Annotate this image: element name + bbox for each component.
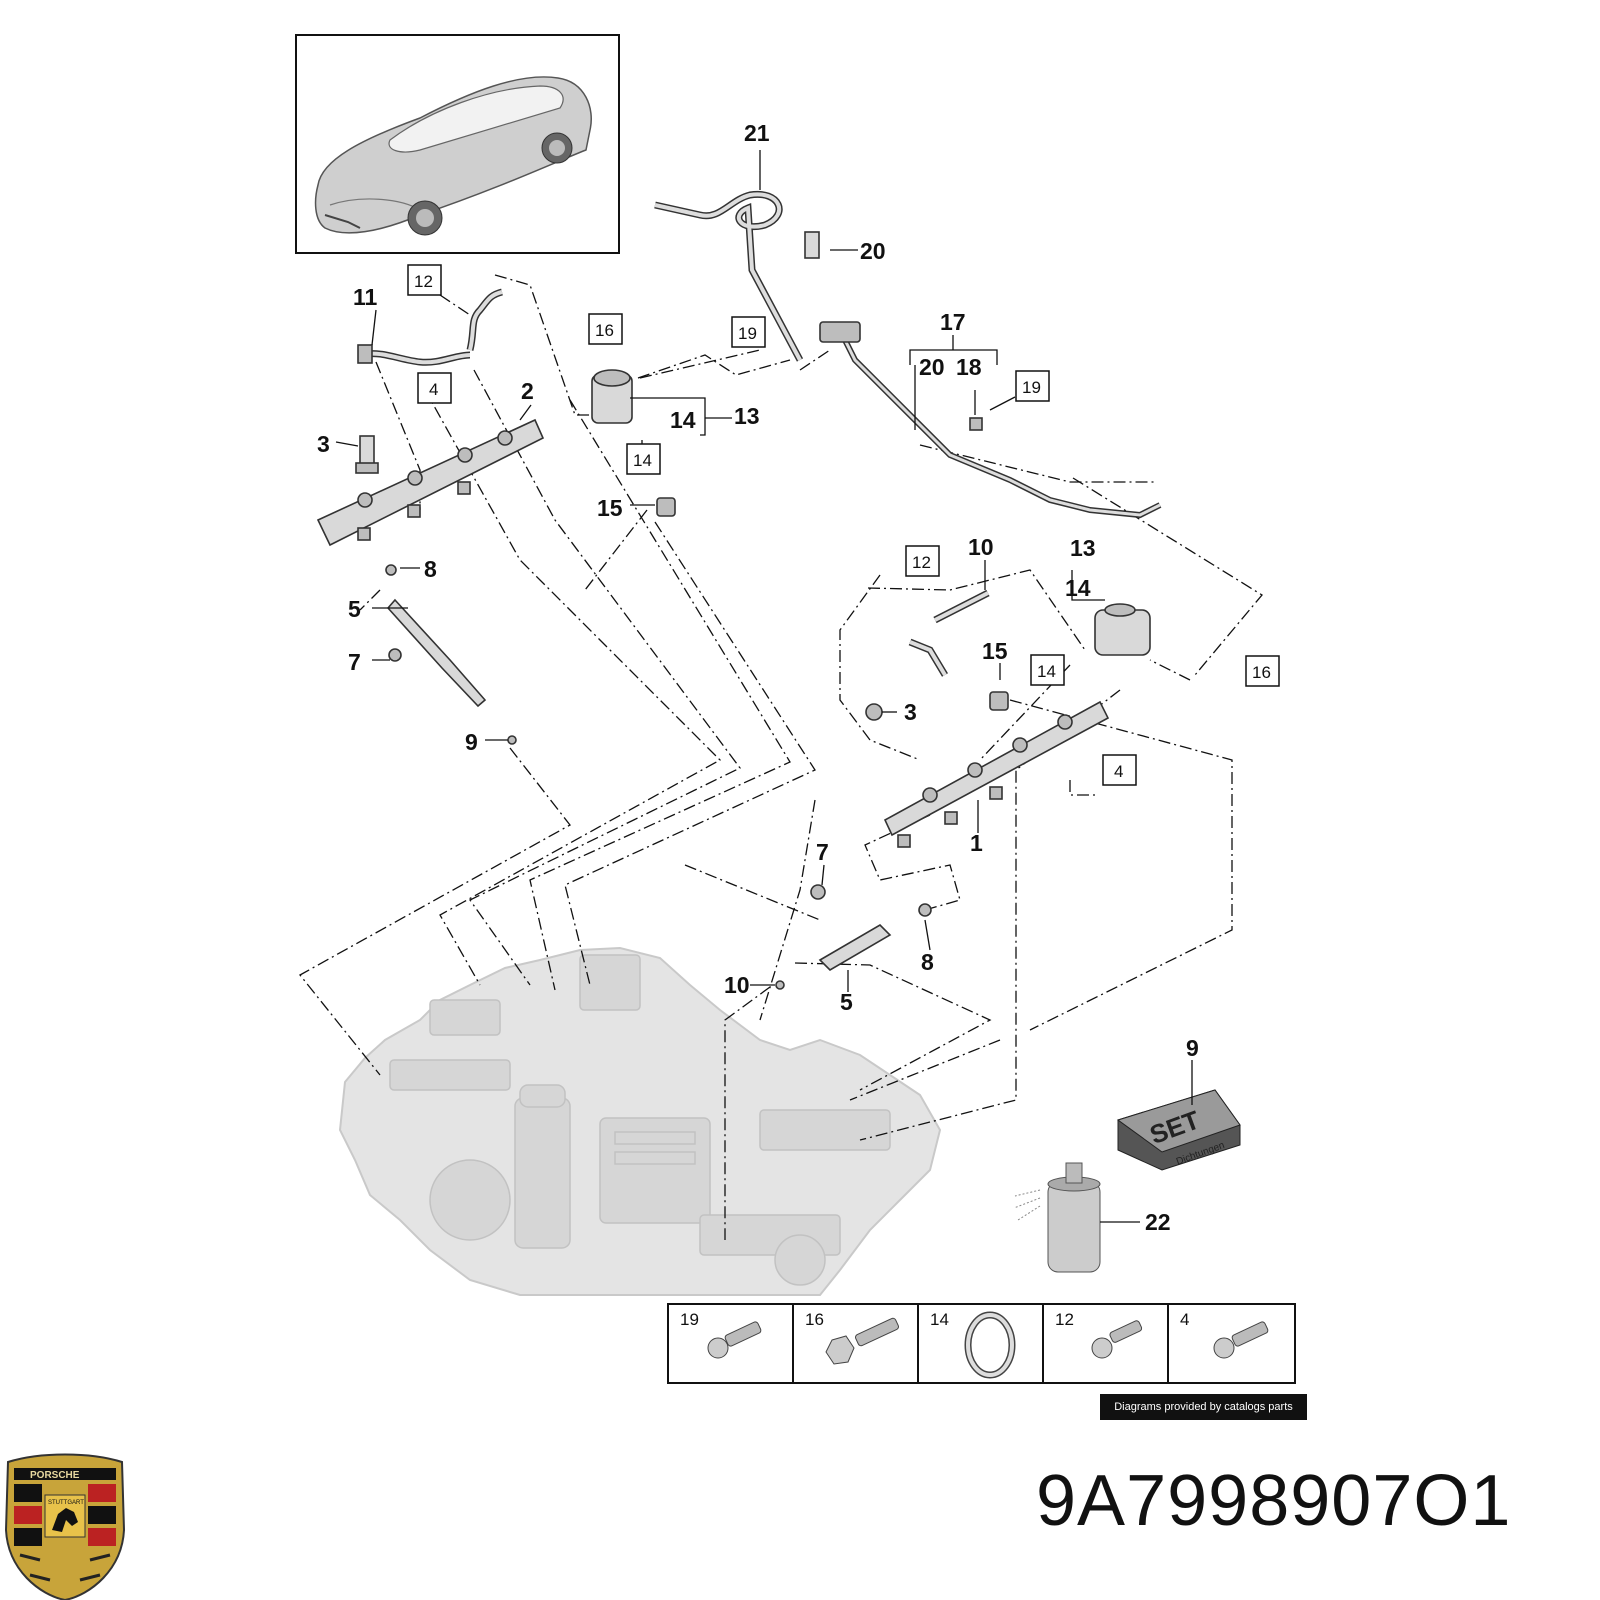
- part-number: 9A7998907O1: [1036, 1461, 1512, 1541]
- high-pressure-line: [654, 190, 820, 362]
- sealant-can: [1013, 1162, 1101, 1273]
- callout-13-lower: 13: [1070, 535, 1096, 561]
- legend-label-19: 19: [680, 1310, 699, 1329]
- callout-20-upper: 20: [860, 238, 886, 264]
- boxed-callouts: 12 4 16 19 14 19 12 14 16 4: [407, 264, 1280, 786]
- callout-15-upper: 15: [597, 495, 623, 521]
- callout-14-lower: 14: [1065, 575, 1091, 601]
- callout-6-right: 7: [816, 839, 829, 865]
- callout-2: 2: [521, 378, 534, 404]
- callout-8-left: 9: [465, 729, 478, 755]
- injector-left: [385, 564, 517, 745]
- callout-22: 22: [1145, 1209, 1171, 1235]
- boxed-16-upper: 16: [595, 321, 614, 340]
- high-pressure-pump-lower: [989, 603, 1151, 711]
- boxed-12-lower: 12: [912, 553, 931, 572]
- callout-18: 18: [956, 354, 982, 380]
- fuel-line-long: [819, 321, 1162, 519]
- injector-right: [775, 884, 932, 990]
- legend-label-12: 12: [1055, 1310, 1074, 1329]
- callout-15-lower: 15: [982, 638, 1008, 664]
- hex-bolt-icon: [825, 1317, 899, 1365]
- crest-top-text: PORSCHE: [30, 1470, 80, 1481]
- assembly-leader-lines: [299, 274, 1263, 1240]
- boxed-12-upper: 12: [414, 272, 433, 291]
- flange-bolt-icon: [1213, 1321, 1269, 1359]
- fuel-line-right: [865, 589, 990, 721]
- fuel-line-left: [357, 288, 503, 366]
- callout-13-upper: 13: [734, 403, 760, 429]
- callout-6-left: 7: [348, 649, 361, 675]
- gasket-set-box: SET Dichtungen: [1116, 1089, 1241, 1171]
- callout-3-right: 3: [904, 699, 917, 725]
- legend-label-16: 16: [805, 1310, 824, 1329]
- callout-10: 10: [968, 534, 994, 560]
- callout-20-lower: 20: [919, 354, 945, 380]
- hardware-legend: 19 16 14 12 4: [667, 1303, 1296, 1384]
- boxed-14-upper: 14: [633, 451, 652, 470]
- legend-label-14: 14: [930, 1310, 949, 1329]
- porsche-crest-logo: PORSCHE STUTTGART: [4, 1453, 126, 1600]
- callout-8-right: 10: [724, 972, 750, 998]
- boxed-4-lower: 4: [1114, 762, 1123, 781]
- callout-9: 9: [1186, 1035, 1199, 1061]
- boxed-4-upper: 4: [429, 380, 438, 399]
- boxed-19-lower: 19: [1022, 378, 1041, 397]
- flange-bolt-icon: [707, 1321, 762, 1359]
- callout-5-left: 5: [348, 596, 361, 622]
- fuel-rail-right: [883, 700, 1110, 848]
- high-pressure-pump-upper: [591, 369, 676, 517]
- vehicle-thumbnail: [314, 76, 592, 236]
- callout-17: 17: [940, 309, 966, 335]
- engine-block: [338, 946, 942, 1296]
- callout-3-left: 3: [317, 431, 330, 457]
- legend-label-4: 4: [1180, 1310, 1189, 1329]
- callout-5-right: 5: [840, 989, 853, 1015]
- flange-bolt-icon: [1091, 1320, 1143, 1359]
- callout-21: 21: [744, 120, 770, 146]
- boxed-14-lower: 14: [1037, 662, 1056, 681]
- pressure-sensor-left: [355, 435, 379, 474]
- callout-leaders: [335, 150, 1193, 1223]
- callout-11: 11: [353, 284, 378, 310]
- seal-ring-icon: [964, 1311, 1016, 1379]
- crest-center-text: STUTTGART: [48, 1500, 84, 1506]
- callout-14-upper: 14: [670, 407, 696, 433]
- callout-7-right: 8: [921, 949, 934, 975]
- boxed-19-upper: 19: [738, 324, 757, 343]
- boxed-16-lower: 16: [1252, 663, 1271, 682]
- callout-1: 1: [970, 830, 983, 856]
- callout-numbers: 21 20 11 2 3 13 14 15 8 5 7 9 17 20 18 1…: [317, 120, 1199, 1235]
- credit-label: Diagrams provided by catalogs parts: [1100, 1394, 1307, 1420]
- callout-7-left: 8: [424, 556, 437, 582]
- fuel-rail-left: [316, 418, 545, 547]
